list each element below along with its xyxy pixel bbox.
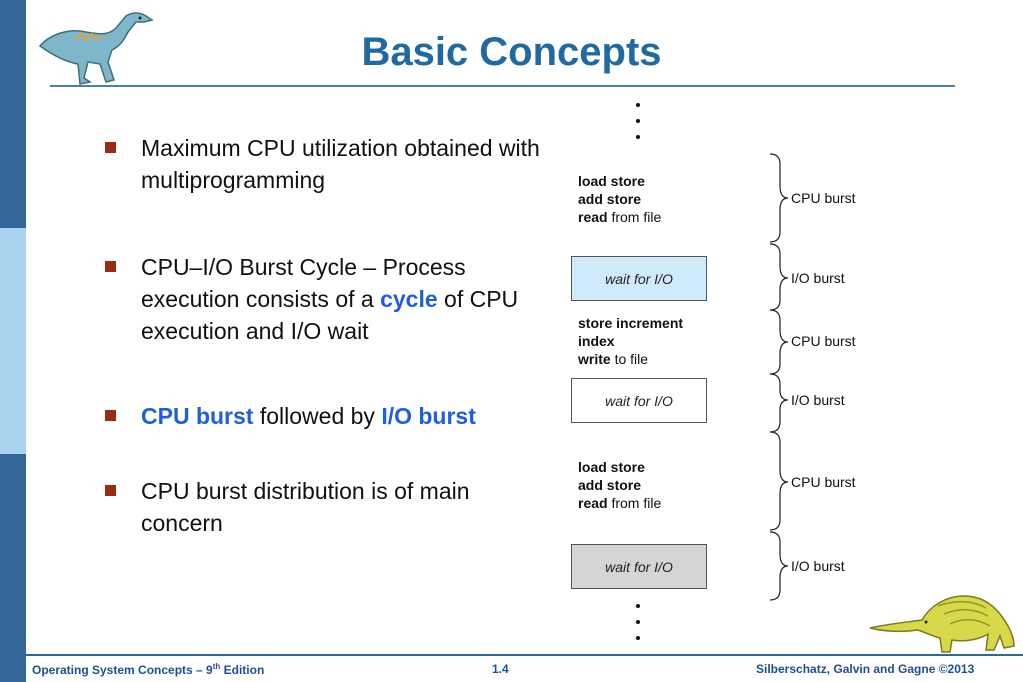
burst-label: I/O burst (791, 558, 845, 574)
left-bar-middle (0, 228, 26, 454)
cpu-instructions-2: store increment index write to file (578, 315, 684, 367)
cpu-instructions-1: load store add store read from file (578, 173, 662, 225)
burst-label: CPU burst (791, 190, 856, 206)
wait-io-box-1: wait for I/O (571, 256, 707, 301)
burst-label: I/O burst (791, 392, 845, 408)
burst-label: I/O burst (791, 270, 845, 286)
burst-label: CPU burst (791, 474, 856, 490)
ellipsis-top (632, 103, 644, 151)
footer-slide-number: 1.4 (492, 662, 509, 676)
footer-book-title: Operating System Concepts – 9th Edition (32, 662, 265, 677)
bullet-text: CPU–I/O Burst Cycle – Process execution … (141, 254, 519, 344)
burst-braces (769, 153, 789, 601)
bullet-marker-icon (105, 485, 116, 496)
wait-io-box-3: wait for I/O (571, 544, 707, 589)
left-bar-top (0, 0, 26, 228)
page-title: Basic Concepts (361, 30, 662, 74)
bullet-text: CPU burst followed by I/O burst (141, 403, 476, 429)
bullet-text: CPU burst distribution is of main concer… (141, 478, 470, 536)
left-bar-bottom (0, 454, 26, 682)
dinosaur-logo-icon (38, 12, 154, 85)
bullet-marker-icon (105, 410, 116, 421)
footer-authors: Silberschatz, Galvin and Gagne ©2013 (756, 662, 975, 676)
bullet-marker-icon (105, 261, 116, 272)
dinosaur-mascot-icon (869, 595, 1015, 653)
wait-io-box-2: wait for I/O (571, 378, 707, 423)
footer-divider (26, 654, 1023, 656)
bullet-text: Maximum CPU utilization obtained with mu… (141, 135, 540, 193)
cpu-instructions-3: load store add store read from file (578, 459, 662, 511)
burst-label: CPU burst (791, 333, 856, 349)
ellipsis-bottom (632, 604, 644, 652)
title-divider (50, 85, 955, 87)
bullet-marker-icon (105, 142, 116, 153)
